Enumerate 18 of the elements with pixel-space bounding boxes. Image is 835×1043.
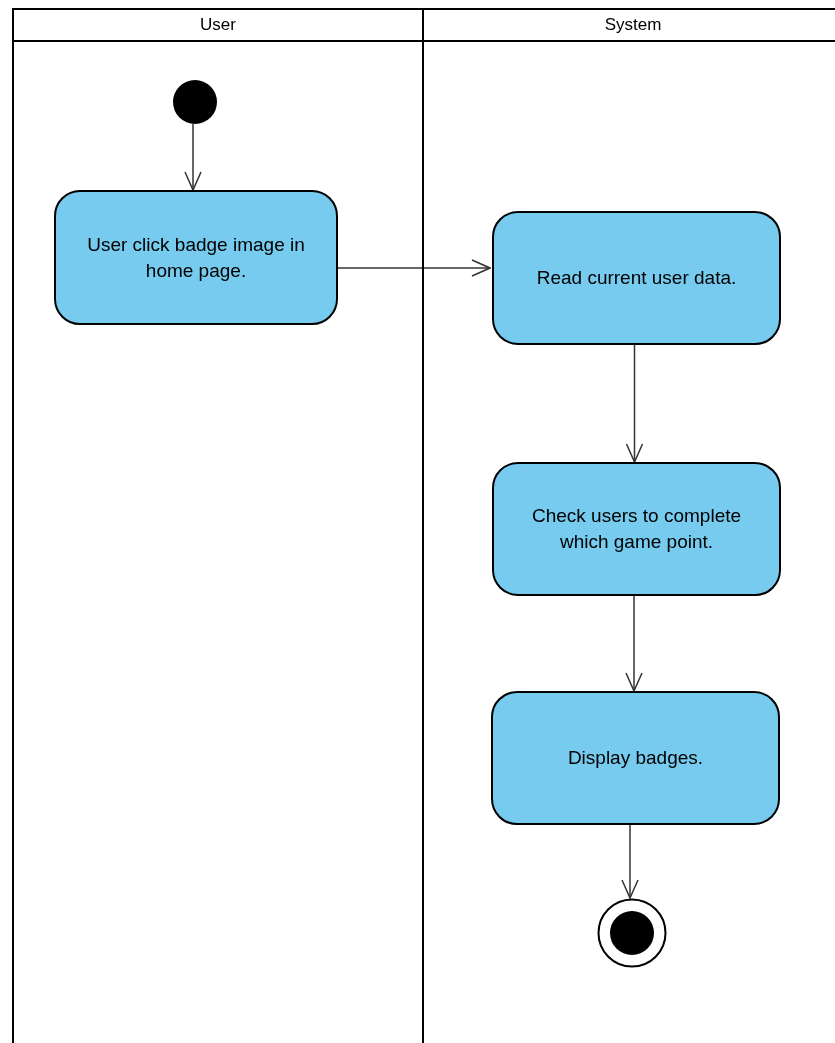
end-node <box>597 898 667 968</box>
arrow <box>625 595 643 692</box>
start-node <box>173 80 217 124</box>
lane-header: User <box>14 8 422 42</box>
arrow <box>184 123 202 191</box>
activity-label: User click badge image in home page. <box>86 232 306 283</box>
arrow <box>621 824 639 899</box>
activity-box <box>491 691 780 825</box>
activity-box <box>492 211 781 345</box>
lane-header: System <box>424 8 835 42</box>
activity-box <box>492 462 781 596</box>
arrow <box>625 344 644 463</box>
activity-label: Display badges. <box>567 746 704 770</box>
swimlane <box>12 8 422 1043</box>
activity-label: Read current user data. <box>536 266 737 290</box>
activity-label: Check users to complete which game point. <box>530 504 743 554</box>
activity-box <box>54 190 338 325</box>
swimlane <box>422 8 835 1043</box>
